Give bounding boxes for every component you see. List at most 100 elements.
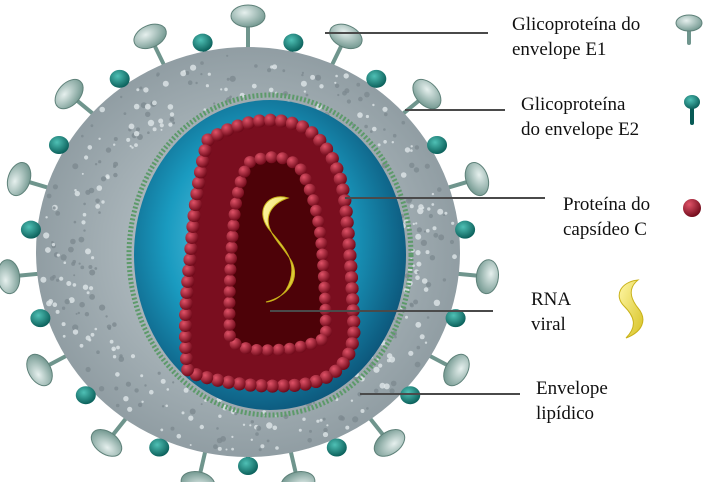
capsid-protein [199,144,211,156]
capsid-protein [266,380,278,392]
lipid-speck [153,127,157,131]
capsid-protein [180,353,192,365]
lipid-speck [392,141,394,143]
lipid-speck [190,444,192,446]
lipid-speck [344,73,349,78]
lipid-speck [91,256,94,259]
lipid-speck [83,285,88,290]
lipid-speck [169,117,174,122]
lipid-speck [326,424,328,426]
lipid-speck [405,147,410,152]
lipid-speck [357,112,363,118]
glycoprotein-e2 [238,457,258,475]
label-e1-glycoprotein: Glicoproteína do envelope E1 [512,12,640,62]
lipid-speck [256,426,261,431]
capsid-protein [343,238,355,250]
lipid-speck [172,381,174,383]
lipid-speck [443,278,446,281]
lipid-speck [213,102,215,104]
lipid-speck [323,428,327,432]
glycoprotein-e1 [407,74,446,114]
lipid-speck [418,204,423,209]
lipid-speck [421,240,427,246]
capsid-protein [262,344,274,356]
lipid-speck [83,213,87,217]
capsid-protein [242,117,254,129]
lipid-speck [309,430,312,433]
label-rna-line1: RNA [531,287,571,312]
lipid-speck [273,426,278,431]
lipid-speck [91,333,95,337]
lipid-speck [168,123,172,127]
lipid-speck [335,84,339,88]
lipid-speck [252,84,257,89]
capsid-protein [224,308,236,320]
spike-glycoprotein-e2-icon [680,93,704,127]
lipid-speck [144,384,146,386]
glycoprotein-e1 [22,350,58,390]
lipid-speck [145,112,150,117]
lipid-speck [62,307,65,310]
lipid-speck [53,206,56,209]
lipid-speck [426,250,430,254]
capsid-protein [310,375,322,387]
lipid-speck [393,134,397,138]
lipid-speck [200,425,204,429]
capsid-protein [316,249,328,261]
glycoprotein-e2 [76,386,96,404]
lipid-speck [85,312,89,316]
lipid-speck [123,396,128,401]
lipid-speck [427,207,430,210]
lipid-speck [182,411,185,414]
lipid-speck [98,211,101,214]
lipid-speck [450,240,454,244]
lipid-speck [113,173,117,177]
capsid-protein [239,166,251,178]
lipid-speck [124,112,127,115]
lipid-speck [320,419,323,422]
lipid-speck [88,265,92,269]
lipid-speck [373,367,379,373]
capsid-protein [179,331,191,343]
lipid-speck [87,291,90,294]
lipid-speck [85,248,91,254]
lipid-speck [413,223,415,225]
capsid-protein [299,378,311,390]
capsid-protein [300,173,312,185]
lipid-speck [351,400,353,402]
lipid-speck [255,432,259,436]
lipid-speck [79,237,85,243]
glycoprotein-e1 [231,5,265,27]
lipid-speck [66,281,71,286]
lipid-speck [425,164,430,169]
capsid-protein [232,187,244,199]
lipid-speck [143,87,148,92]
capsid-protein [255,153,267,165]
glycoprotein-e2 [21,221,41,239]
lipid-speck [134,104,140,110]
lipid-speck [89,286,93,290]
capsid-protein [346,337,358,349]
capsid-protein [185,243,197,255]
lipid-speck [131,354,135,358]
lipid-speck [95,328,98,331]
lipid-speck [429,214,433,218]
lipid-speck [167,388,170,391]
capsid-protein [277,152,289,164]
lipid-speck [424,287,429,292]
lipid-speck [415,145,419,149]
lipid-speck [111,347,116,352]
lipid-speck [89,294,95,300]
lipid-speck [267,440,270,443]
lipid-speck [131,146,133,148]
lipid-speck [80,344,84,348]
lipid-speck [231,436,233,438]
lipid-speck [47,194,52,199]
lipid-speck [74,221,77,224]
lipid-speck [99,107,105,113]
lipid-speck [410,149,413,152]
label-e1-line2: envelope E1 [512,37,640,62]
lipid-speck [415,234,421,240]
lipid-speck [218,415,221,418]
lipid-speck [88,145,93,150]
